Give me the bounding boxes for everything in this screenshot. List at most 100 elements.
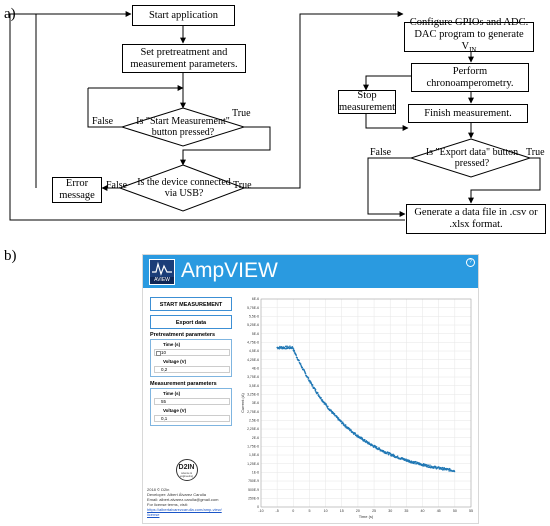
y-tick-label: 4,25E-6 <box>247 358 259 362</box>
decision-start-measurement: Is "Start Measurement" button pressed? <box>136 116 230 138</box>
data-point <box>327 405 329 408</box>
pre-voltage-input[interactable]: 0,2 <box>154 366 230 373</box>
start-measurement-button[interactable]: START MEASUREMENT <box>150 297 232 311</box>
error-message-box: Error message <box>52 177 102 203</box>
true-label-2: True <box>233 180 252 191</box>
help-icon[interactable]: ? <box>466 258 475 267</box>
data-point <box>293 351 296 353</box>
y-tick-label: 5,5E-6 <box>249 315 259 319</box>
data-point <box>393 454 396 457</box>
x-tick-label: -10 <box>258 509 263 513</box>
data-point <box>361 437 364 440</box>
waveform-icon <box>152 261 172 276</box>
x-tick-label: 35 <box>404 509 408 513</box>
data-point <box>448 467 451 470</box>
data-point <box>280 347 282 349</box>
y-tick-label: 4,75E-6 <box>247 341 259 345</box>
data-point <box>357 434 359 436</box>
license-link-2[interactable]: license <box>147 512 160 517</box>
y-tick-label: 2,5E-6 <box>249 419 259 423</box>
x-tick-label: 15 <box>340 509 344 513</box>
data-point <box>330 409 332 411</box>
data-point <box>442 468 445 471</box>
spinner-icon[interactable] <box>156 351 161 356</box>
data-point <box>310 381 312 384</box>
measurement-panel: Time (s) 55 Voltage (V) 0,1 <box>150 388 232 426</box>
credit-line-1: 2018 © D2in <box>147 487 170 492</box>
false-label-3: False <box>370 147 392 158</box>
ampview-window: AVIEW AmpVIEW ? START MEASUREMENT Export… <box>142 254 479 524</box>
data-point <box>441 466 444 469</box>
data-point <box>298 359 300 362</box>
data-point <box>384 451 387 453</box>
meas-voltage-label: Voltage (V) <box>163 408 187 413</box>
x-tick-label: -5 <box>276 509 279 513</box>
data-point <box>295 354 297 356</box>
y-tick-label: 1,25E-6 <box>247 462 259 466</box>
data-point <box>318 395 321 397</box>
y-tick-label: 5,25E-6 <box>247 323 259 327</box>
d2in-logo: D2IN science & engineering <box>176 459 198 481</box>
x-tick-label: 0 <box>292 509 294 513</box>
configure-gpio-box: Configure GPIOs and ADC. DAC program to … <box>404 17 534 55</box>
panel-b-label: b) <box>4 248 17 264</box>
y-tick-label: 750E-9 <box>248 479 259 483</box>
license-link[interactable]: https://albertalvarezcarulla.com/amp-vie… <box>147 507 222 512</box>
y-tick-label: 3E-6 <box>252 401 259 405</box>
finish-measurement-box: Finish measurement. <box>408 104 528 123</box>
data-point <box>389 452 392 455</box>
data-point <box>439 466 442 469</box>
set-parameters-box: Set pretreatment and measurement paramet… <box>122 44 246 73</box>
data-point <box>387 453 390 456</box>
generate-file-box: Generate a data file in .csv or .xlsx fo… <box>406 204 546 234</box>
x-tick-label: 20 <box>356 509 360 513</box>
meas-voltage-input[interactable]: 0,1 <box>154 415 230 422</box>
x-tick-label: 30 <box>388 509 392 513</box>
data-point <box>415 461 417 463</box>
data-point <box>350 429 352 432</box>
data-point <box>375 446 378 448</box>
app-title: AmpVIEW <box>181 259 278 282</box>
y-tick-label: 4,5E-6 <box>249 349 259 353</box>
data-point <box>314 387 316 390</box>
data-point <box>429 464 431 466</box>
perform-chronoamperometry-box: Perform chronoamperometry. <box>411 63 529 92</box>
data-point <box>314 388 317 391</box>
y-tick-label: 3,25E-6 <box>247 393 259 397</box>
pre-time-input[interactable]: 10 <box>154 349 230 356</box>
start-application-box: Start application <box>132 5 235 26</box>
stop-measurement-box: Stop measurement <box>338 90 396 114</box>
y-tick-label: 3,5E-6 <box>249 384 259 388</box>
data-point <box>317 394 320 396</box>
x-tick-label: 50 <box>453 509 457 513</box>
meas-time-input[interactable]: 55 <box>154 398 230 405</box>
true-label-3: True <box>526 147 545 158</box>
y-tick-label: 4E-6 <box>252 367 259 371</box>
true-label-1: True <box>232 108 251 119</box>
y-tick-label: 3,75E-6 <box>247 375 259 379</box>
data-point <box>320 396 322 399</box>
false-label-1: False <box>92 116 114 127</box>
export-data-button[interactable]: Export data <box>150 315 232 329</box>
data-point <box>354 432 357 434</box>
credit-line-2: Developer: Albert Álvarez Carulla <box>147 492 206 497</box>
data-point <box>453 470 456 473</box>
data-point <box>278 346 280 349</box>
x-tick-label: 55 <box>469 509 473 513</box>
y-tick-label: 0 <box>257 505 259 509</box>
y-tick-label: 1,5E-6 <box>249 453 259 457</box>
data-point <box>311 384 314 386</box>
ampview-logo: AVIEW <box>149 259 175 285</box>
data-point <box>363 438 366 441</box>
data-point <box>441 468 443 470</box>
data-point <box>425 463 428 466</box>
data-point <box>289 345 291 347</box>
data-point <box>317 392 319 394</box>
data-point <box>304 373 307 375</box>
pretreatment-title: Pretreatment parameters <box>150 332 216 338</box>
pre-time-label: Time (s) <box>163 342 181 347</box>
data-point <box>321 399 324 401</box>
x-tick-label: 25 <box>372 509 376 513</box>
current-time-chart: 0250E-9500E-9750E-91E-61,25E-61,5E-61,75… <box>240 297 473 519</box>
x-tick-label: 10 <box>324 509 328 513</box>
